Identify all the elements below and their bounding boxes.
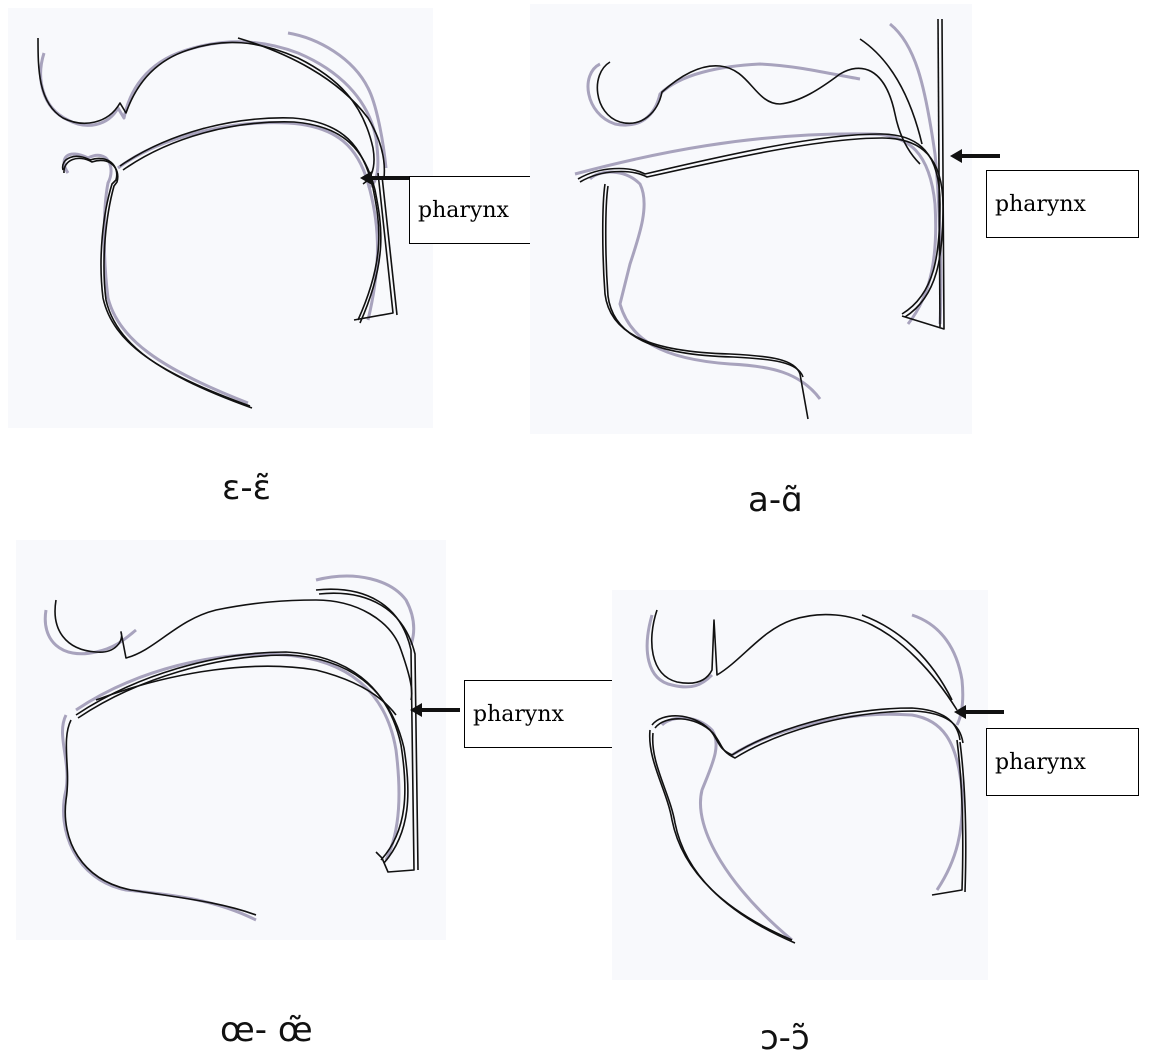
panel-caption-3: œ- œ̃ — [220, 1010, 313, 1050]
pharynx-label-4: pharynx — [986, 728, 1139, 796]
panel-caption-4: ɔ-ɔ̃ — [760, 1018, 810, 1058]
tract-panel-1 — [8, 8, 433, 428]
arrow-pointer-3 — [410, 700, 470, 720]
arrow-pointer-2 — [950, 146, 1010, 166]
tract-panel-3 — [16, 540, 446, 940]
tract-panel-2 — [530, 4, 972, 434]
pharynx-label-text-2: pharynx — [995, 192, 1086, 217]
vocal-tract-drawing-3 — [16, 540, 446, 940]
pharynx-label-3: pharynx — [464, 680, 617, 748]
tract-panel-4 — [612, 590, 988, 980]
vocal-tract-drawing-1 — [8, 8, 433, 428]
vocal-tract-drawing-2 — [530, 4, 972, 434]
arrow-pointer-4 — [954, 702, 1014, 722]
panel-caption-2: a-ɑ̃ — [748, 480, 803, 520]
pharynx-label-text-1: pharynx — [418, 198, 509, 223]
pharynx-label-text-4: pharynx — [995, 750, 1086, 775]
pharynx-label-2: pharynx — [986, 170, 1139, 238]
panel-caption-1: ɛ-ɛ̃ — [222, 468, 271, 508]
vocal-tract-drawing-4 — [612, 590, 988, 980]
pharynx-label-text-3: pharynx — [473, 702, 564, 727]
